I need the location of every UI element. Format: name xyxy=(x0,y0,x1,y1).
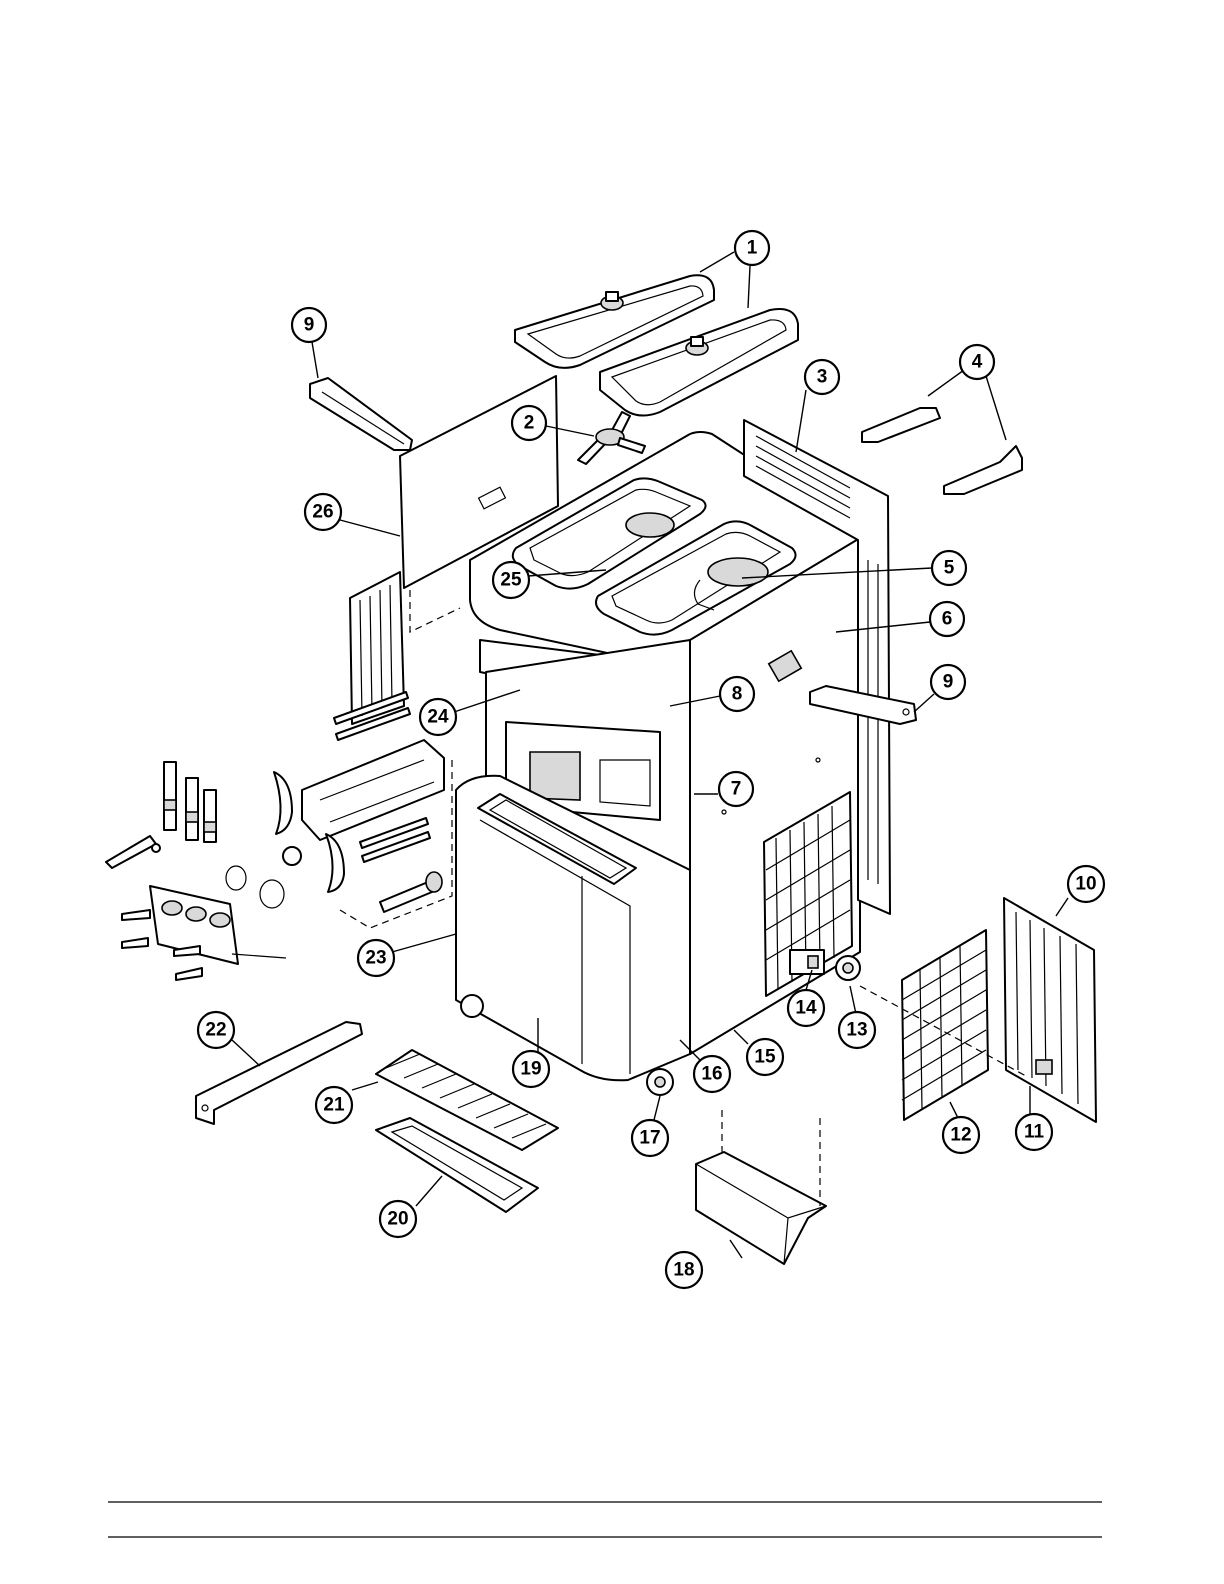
svg-text:12: 12 xyxy=(950,1125,971,1146)
svg-text:7: 7 xyxy=(731,779,742,800)
callout-19: 19 xyxy=(513,1051,549,1087)
callout-4: 4 xyxy=(960,345,994,379)
svg-text:6: 6 xyxy=(942,609,953,630)
callout-9-left: 9 xyxy=(292,308,326,342)
svg-text:11: 11 xyxy=(1024,1122,1045,1143)
svg-text:8: 8 xyxy=(732,684,743,705)
svg-text:14: 14 xyxy=(795,998,817,1019)
callout-10: 10 xyxy=(1068,866,1104,902)
svg-text:3: 3 xyxy=(817,367,828,388)
callout-14: 14 xyxy=(788,990,824,1026)
callout-8: 8 xyxy=(720,677,754,711)
svg-text:13: 13 xyxy=(846,1020,867,1041)
svg-text:9: 9 xyxy=(304,315,315,336)
svg-text:23: 23 xyxy=(365,948,386,969)
svg-text:1: 1 xyxy=(747,238,758,259)
draw-valves xyxy=(164,762,216,842)
callout-6: 6 xyxy=(930,602,964,636)
callout-9-right: 9 xyxy=(931,665,965,699)
left-panel-dash xyxy=(410,590,460,632)
callout-18: 18 xyxy=(666,1252,702,1288)
callout-22: 22 xyxy=(198,1012,234,1048)
base-pan xyxy=(696,1152,826,1264)
callout-17: 17 xyxy=(632,1120,668,1156)
door-gaskets xyxy=(226,866,284,908)
callout-24: 24 xyxy=(420,699,456,735)
svg-text:17: 17 xyxy=(639,1128,660,1149)
svg-text:5: 5 xyxy=(944,558,955,579)
svg-text:15: 15 xyxy=(754,1047,776,1068)
callout-20: 20 xyxy=(380,1201,416,1237)
callout-1: 1 xyxy=(735,231,769,265)
callout-11: 11 xyxy=(1016,1114,1052,1150)
rear-caster xyxy=(836,956,860,980)
callout-12: 12 xyxy=(943,1117,979,1153)
callout-25: 25 xyxy=(493,562,529,598)
drive-shaft xyxy=(380,872,442,912)
bracket-left xyxy=(310,378,412,450)
callout-13: 13 xyxy=(839,1012,875,1048)
svg-text:24: 24 xyxy=(427,707,449,728)
bracket-pair-right xyxy=(862,408,1022,494)
callout-5: 5 xyxy=(932,551,966,585)
filter-screen xyxy=(902,930,988,1120)
freezer-door xyxy=(150,886,286,964)
agitator xyxy=(578,412,645,464)
svg-text:18: 18 xyxy=(673,1260,694,1281)
svg-text:9: 9 xyxy=(943,672,954,693)
svg-text:22: 22 xyxy=(205,1020,226,1041)
callout-16: 16 xyxy=(694,1056,730,1092)
draw-handle xyxy=(106,836,160,868)
svg-text:10: 10 xyxy=(1075,874,1096,895)
svg-text:21: 21 xyxy=(323,1095,345,1116)
svg-text:20: 20 xyxy=(387,1209,408,1230)
callout-26: 26 xyxy=(305,494,341,530)
power-switch-box xyxy=(790,950,824,974)
side-louver-panel xyxy=(1004,898,1096,1122)
callout-2: 2 xyxy=(512,406,546,440)
callout-3: 3 xyxy=(805,360,839,394)
svg-text:4: 4 xyxy=(972,352,983,373)
svg-text:16: 16 xyxy=(701,1064,722,1085)
callout-23: 23 xyxy=(358,940,394,976)
svg-text:19: 19 xyxy=(520,1059,541,1080)
svg-text:25: 25 xyxy=(500,570,522,591)
beater-assembly xyxy=(274,740,444,892)
svg-text:26: 26 xyxy=(312,502,333,523)
callout-21: 21 xyxy=(316,1087,352,1123)
svg-text:2: 2 xyxy=(524,413,535,434)
callout-15: 15 xyxy=(747,1039,783,1075)
callout-7: 7 xyxy=(719,772,753,806)
